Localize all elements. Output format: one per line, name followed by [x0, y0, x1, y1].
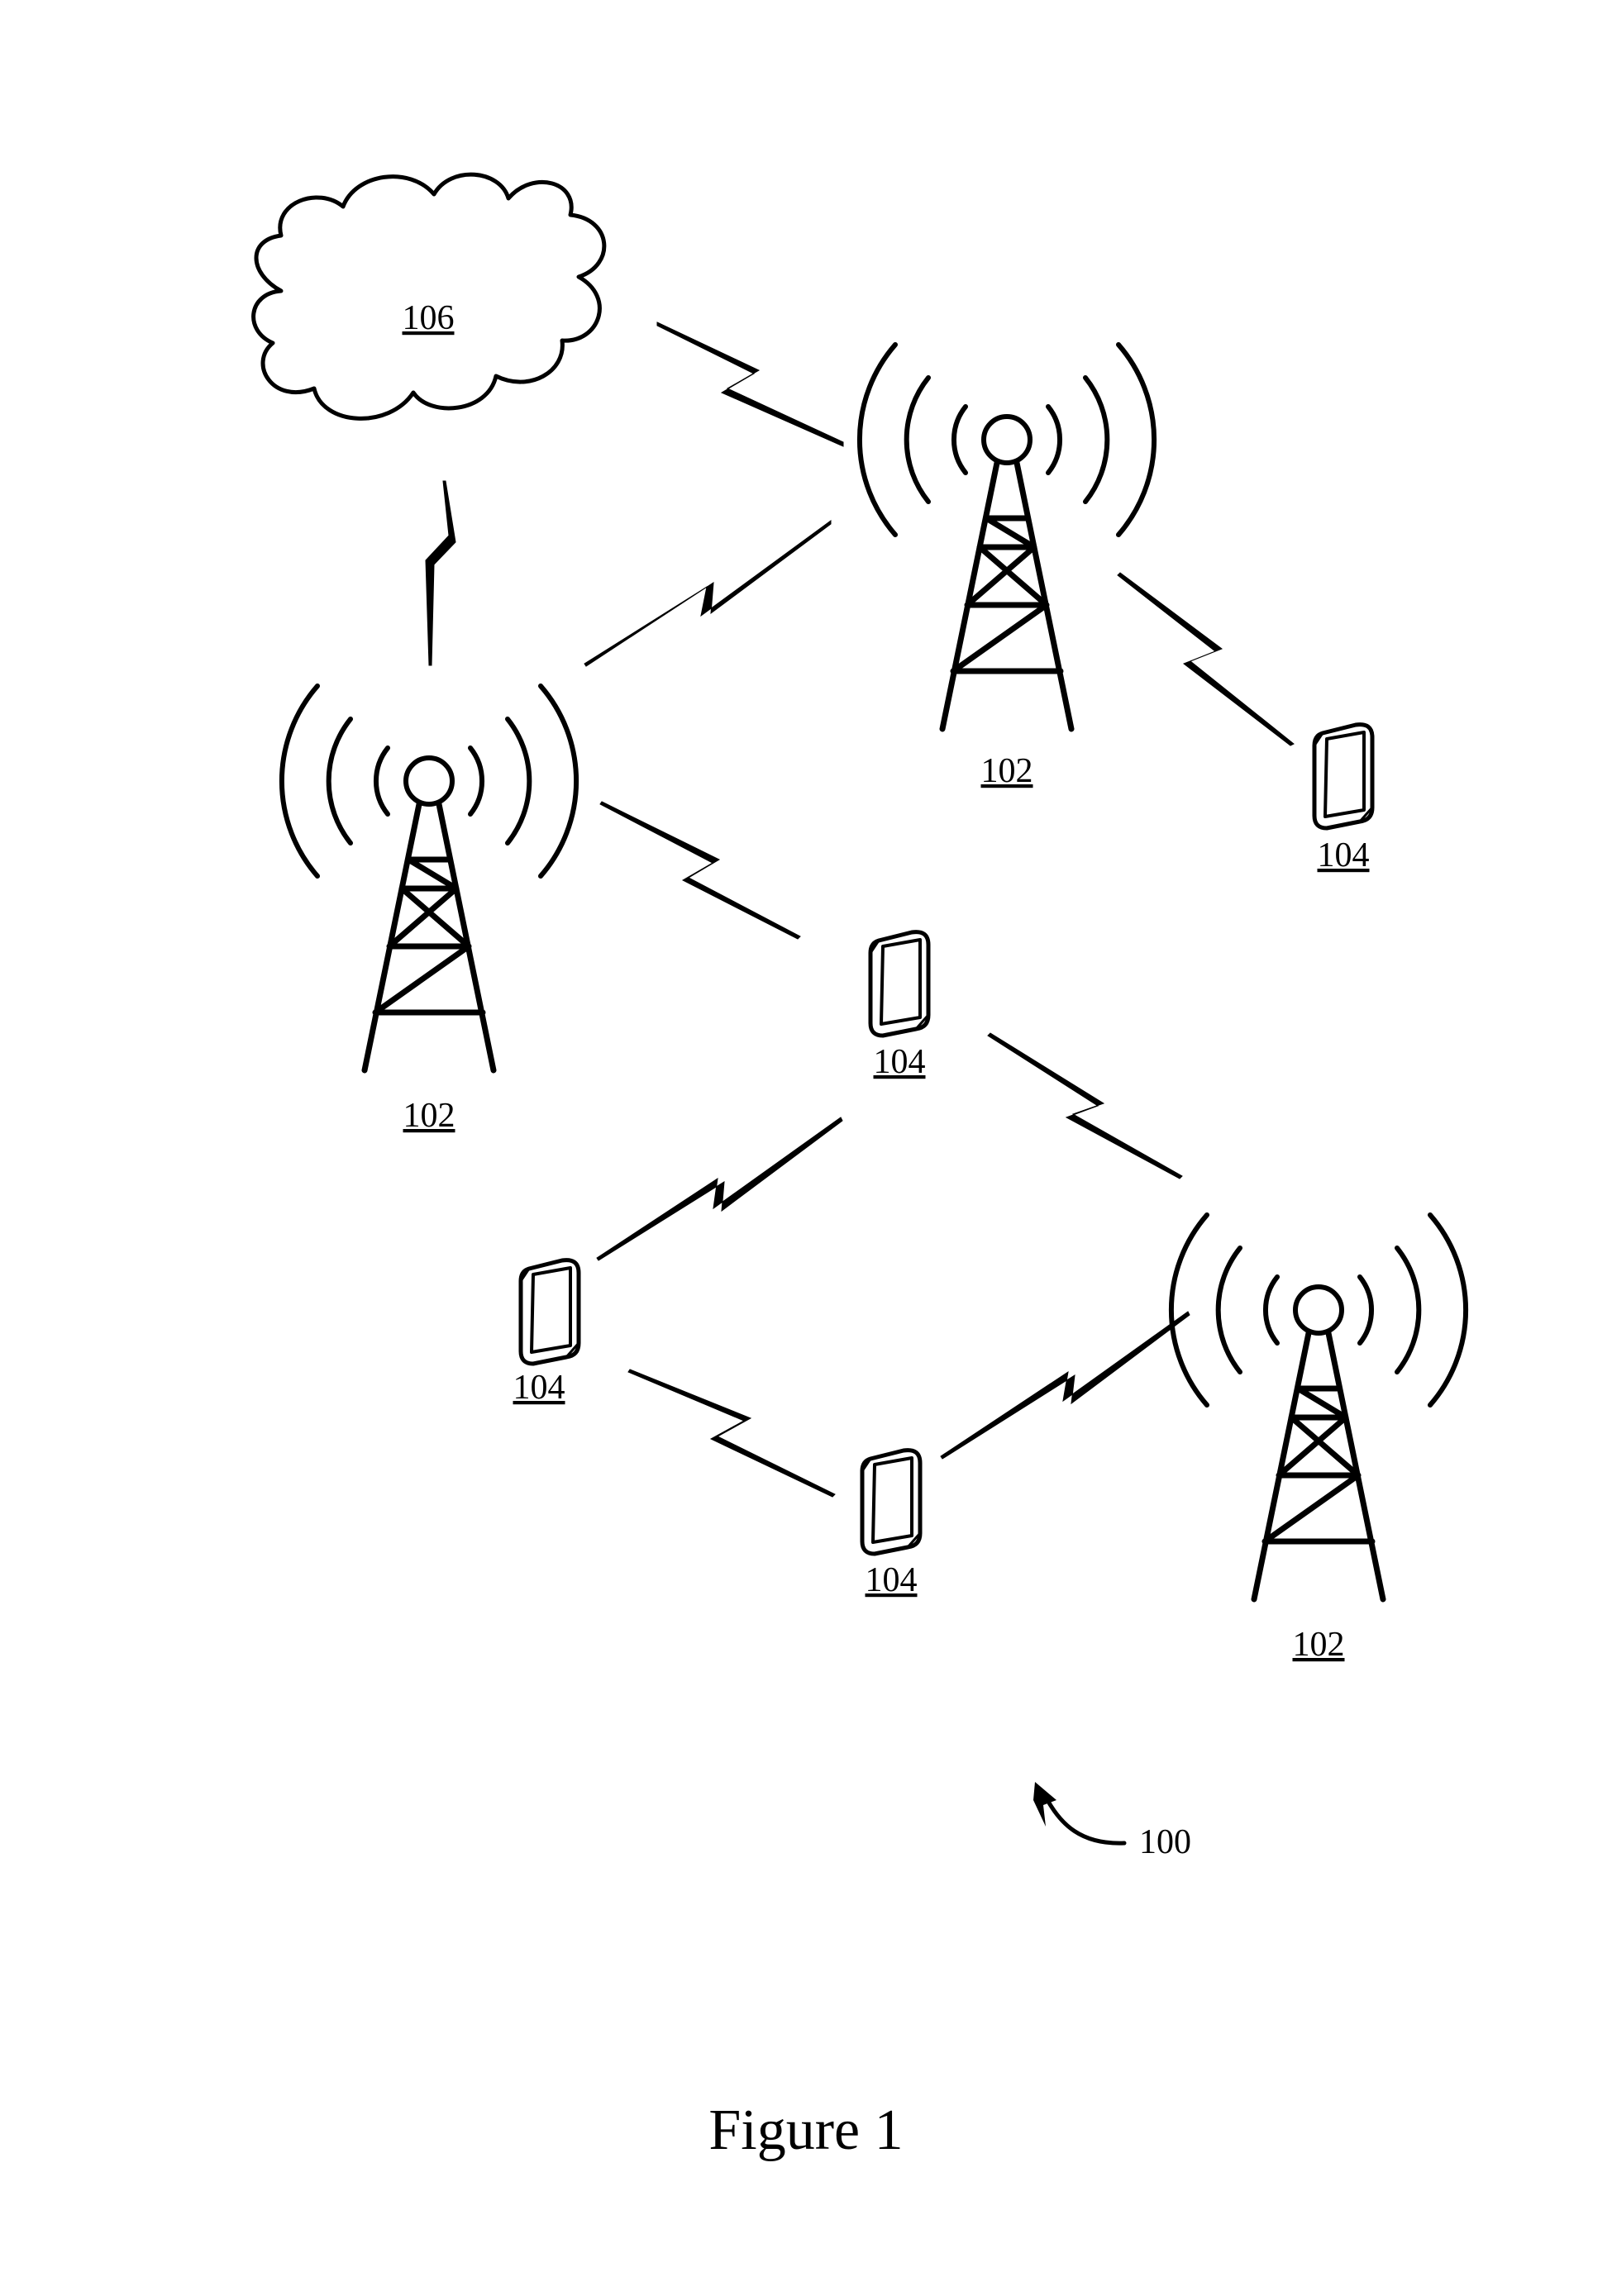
base-station-label: 102: [981, 752, 1033, 790]
wireless-link: [940, 1311, 1190, 1460]
figure-caption: Figure 1: [708, 2098, 903, 2162]
base-station-label: 102: [1293, 1626, 1345, 1664]
wireless-link: [425, 480, 456, 666]
device-label: 104: [874, 1043, 926, 1081]
phone-icon: 104: [870, 932, 928, 1081]
device-label: 104: [866, 1561, 918, 1599]
phone-icon: 104: [513, 1260, 579, 1407]
system-reference: 100: [1033, 1782, 1191, 1861]
cloud-label: 106: [403, 299, 455, 337]
wireless-link: [599, 801, 801, 940]
device-label: 104: [513, 1369, 565, 1407]
tower-icon: 102: [1171, 1215, 1466, 1664]
base-station-label: 102: [403, 1097, 455, 1135]
wireless-link: [1117, 572, 1295, 746]
device-label: 104: [1318, 836, 1370, 874]
wireless-links: [425, 322, 1295, 1498]
phone-icon: 104: [862, 1450, 920, 1599]
wireless-link: [596, 1117, 843, 1261]
phone-icon: 104: [1314, 725, 1372, 874]
tower-icon: 102: [282, 686, 576, 1135]
tower-icon: 102: [860, 345, 1154, 790]
arrowhead-icon: [1033, 1782, 1056, 1827]
wireless-link: [584, 520, 832, 667]
cloud-icon: 106: [251, 172, 607, 421]
wireless-link: [656, 322, 844, 447]
wireless-link: [987, 1032, 1183, 1179]
wireless-link: [627, 1369, 836, 1498]
system-ref-label: 100: [1139, 1823, 1191, 1861]
